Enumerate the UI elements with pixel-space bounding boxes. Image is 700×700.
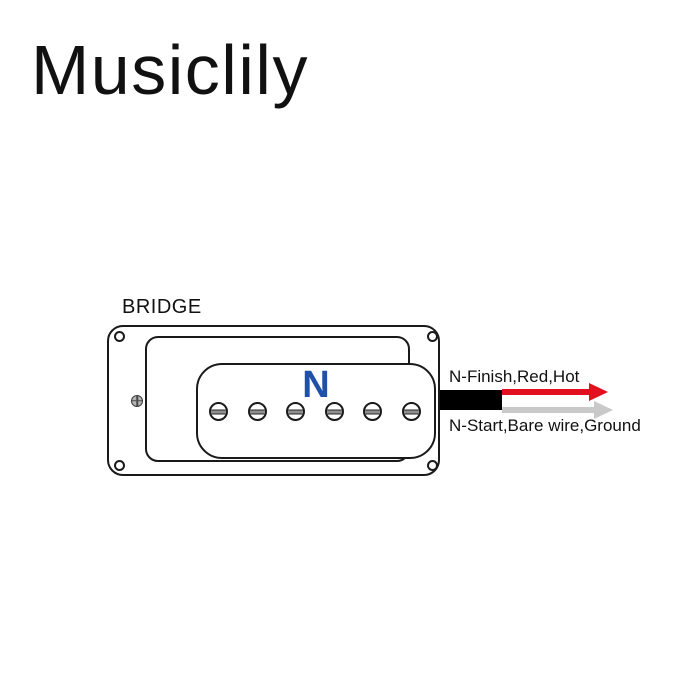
pole-piece (247, 402, 267, 421)
pickup-mounting-ring: N (107, 325, 440, 476)
ground-wire-label: N-Start,Bare wire,Ground (449, 416, 641, 435)
polarity-label: N (302, 364, 330, 406)
brand-logo: Musiclily (31, 31, 309, 109)
hot-wire-arrow (502, 383, 608, 401)
mounting-hole-top-left (113, 330, 125, 342)
wire-arrows (502, 383, 613, 419)
pole-piece (363, 402, 383, 421)
pole-piece (401, 402, 421, 421)
pole-slot (211, 409, 226, 414)
pole-pieces (209, 402, 421, 421)
mounting-hole-top-right (427, 330, 438, 342)
mounting-hole-bottom-left (113, 459, 125, 471)
pickup-cover: N (196, 363, 436, 459)
pole-slot (403, 409, 419, 414)
pole-piece (324, 402, 344, 421)
pole-piece (209, 402, 228, 421)
ground-wire-arrow (502, 401, 613, 419)
pickup-position-label: BRIDGE (122, 296, 202, 318)
hot-wire-label: N-Finish,Red,Hot (449, 367, 580, 386)
pole-slot (249, 409, 265, 414)
pole-slot (326, 409, 342, 414)
pole-piece (286, 402, 306, 421)
pole-slot (365, 409, 381, 414)
height-adjust-screw-left (131, 394, 143, 407)
mounting-hole-bottom-right (427, 459, 438, 471)
pole-slot (288, 409, 304, 414)
pickup-inner-ring: N (145, 336, 436, 462)
cable-sheath (439, 390, 502, 410)
